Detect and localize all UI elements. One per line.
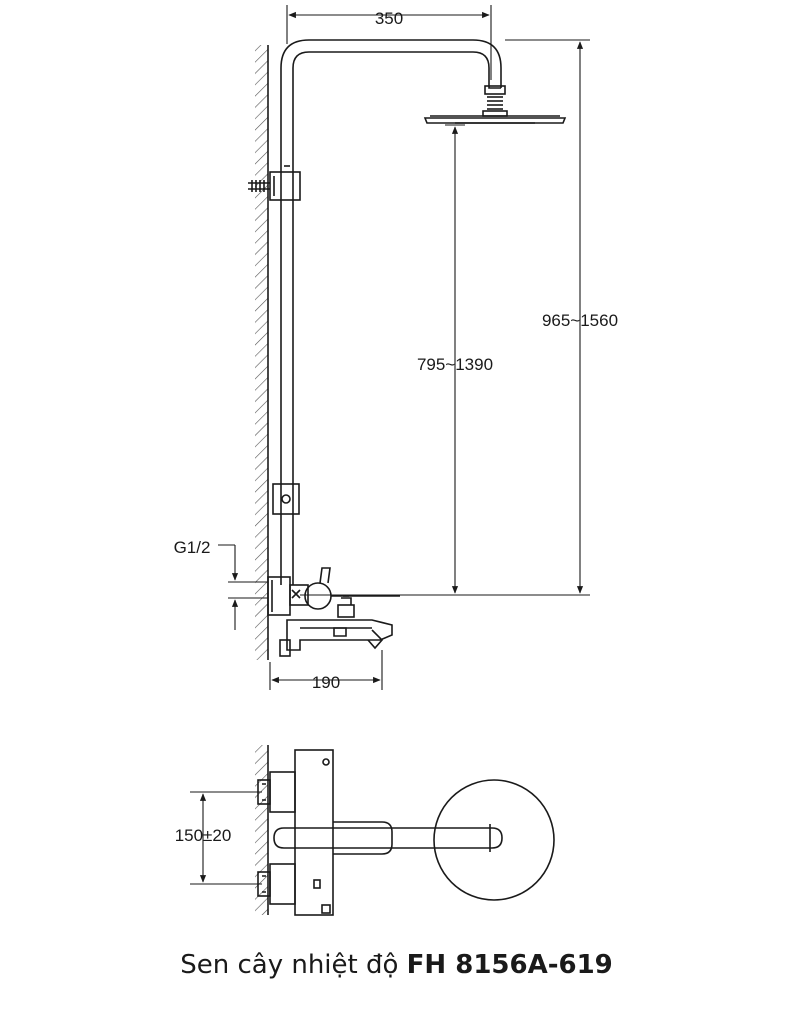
dim-150-20 [190, 791, 262, 885]
shower-head-connector [482, 85, 508, 117]
top-view [190, 745, 555, 916]
sliding-holder [272, 483, 300, 515]
upper-wall-bracket [248, 165, 301, 201]
riser-pipe [280, 39, 502, 585]
shower-head [423, 115, 567, 124]
caption-prefix: Sen cây nhiệt độ [180, 950, 399, 980]
dim-g12 [218, 544, 268, 630]
dim-795-1390 [445, 124, 465, 594]
thermostatic-mixer [267, 567, 400, 657]
product-caption: Sen cây nhiệt độ FH 8156A-619 [0, 950, 793, 980]
label-150-20: 150±20 [175, 826, 232, 845]
label-g12: G1/2 [174, 538, 211, 557]
caption-model: FH 8156A-619 [406, 950, 613, 980]
label-190: 190 [312, 673, 340, 692]
label-350: 350 [375, 9, 403, 28]
shower-head-top [433, 779, 555, 901]
dim-965-1560 [300, 39, 590, 596]
wall-hatch-side [255, 45, 268, 660]
shower-arm-top [273, 821, 503, 855]
label-795-1390: 795~1390 [417, 355, 493, 374]
side-view [218, 5, 590, 690]
mixer-bar-top [294, 749, 334, 916]
wall-hatch-top [255, 745, 268, 915]
label-965-1560: 965~1560 [542, 311, 618, 330]
dim-350 [286, 5, 492, 80]
dim-190 [269, 650, 383, 690]
